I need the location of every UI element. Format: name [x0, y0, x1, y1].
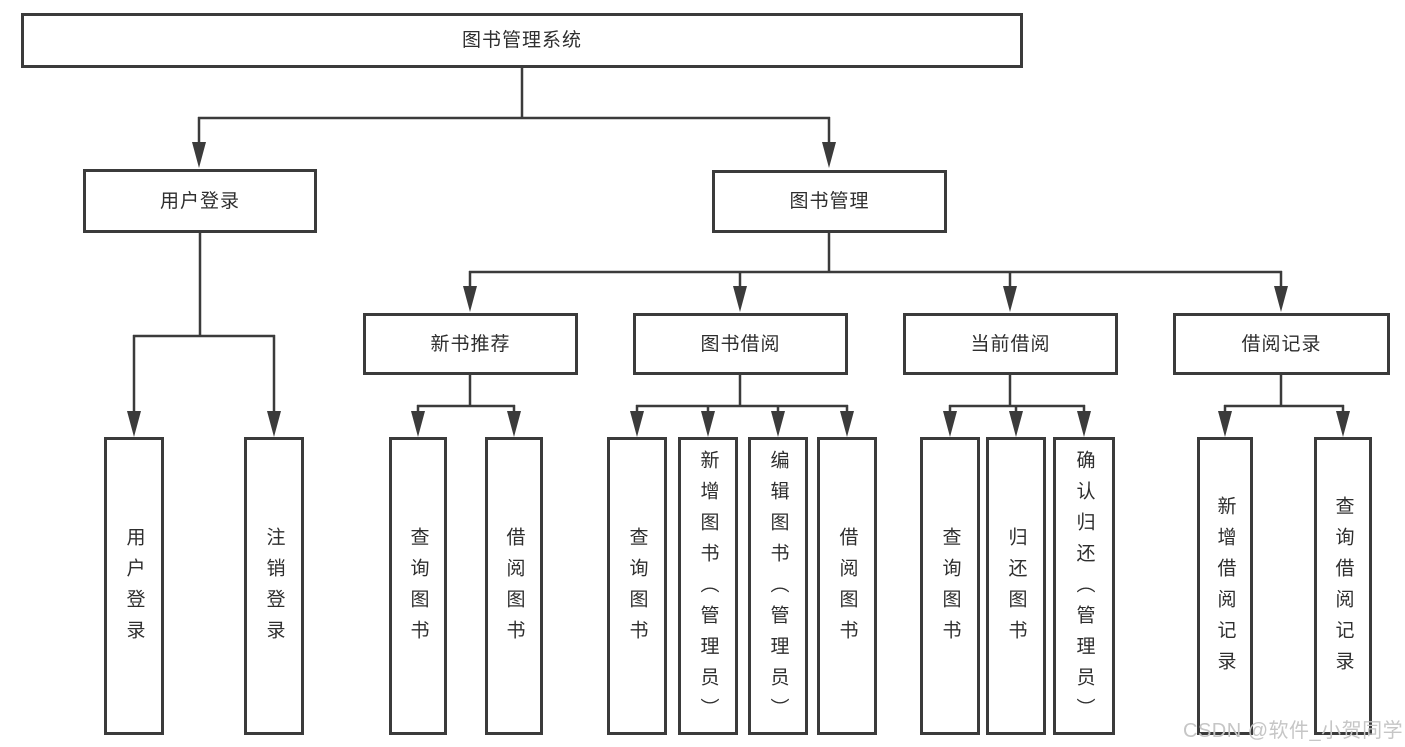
leaf-user-login: 用户登录 — [104, 437, 164, 735]
leaf-borrow-books-borrowing: 借阅图书 — [817, 437, 877, 735]
node-user-login: 用户登录 — [83, 169, 317, 233]
node-new-book-recommendation: 新书推荐 — [363, 313, 578, 375]
leaf-add-borrow-record: 新增借阅记录 — [1197, 437, 1253, 735]
leaf-confirm-return-admin: 确认归还（管理员） — [1053, 437, 1115, 735]
leaf-add-book-admin: 新增图书（管理员） — [678, 437, 738, 735]
leaf-query-books-current: 查询图书 — [920, 437, 980, 735]
arrowheads — [127, 142, 1350, 437]
node-root-library-management-system: 图书管理系统 — [21, 13, 1023, 68]
leaf-query-books-borrowing: 查询图书 — [607, 437, 667, 735]
leaf-return-book: 归还图书 — [986, 437, 1046, 735]
leaf-borrow-books-recommend: 借阅图书 — [485, 437, 543, 735]
node-book-borrowing: 图书借阅 — [633, 313, 848, 375]
node-book-management: 图书管理 — [712, 170, 947, 233]
leaf-edit-book-admin: 编辑图书（管理员） — [748, 437, 808, 735]
leaf-logout: 注销登录 — [244, 437, 304, 735]
csdn-watermark: CSDN @软件_小贺同学 — [1183, 720, 1404, 742]
leaf-query-books-recommend: 查询图书 — [389, 437, 447, 735]
leaf-query-borrow-record: 查询借阅记录 — [1314, 437, 1372, 735]
node-current-borrowing: 当前借阅 — [903, 313, 1118, 375]
node-borrowing-records: 借阅记录 — [1173, 313, 1390, 375]
connector-lines — [132, 66, 1345, 412]
